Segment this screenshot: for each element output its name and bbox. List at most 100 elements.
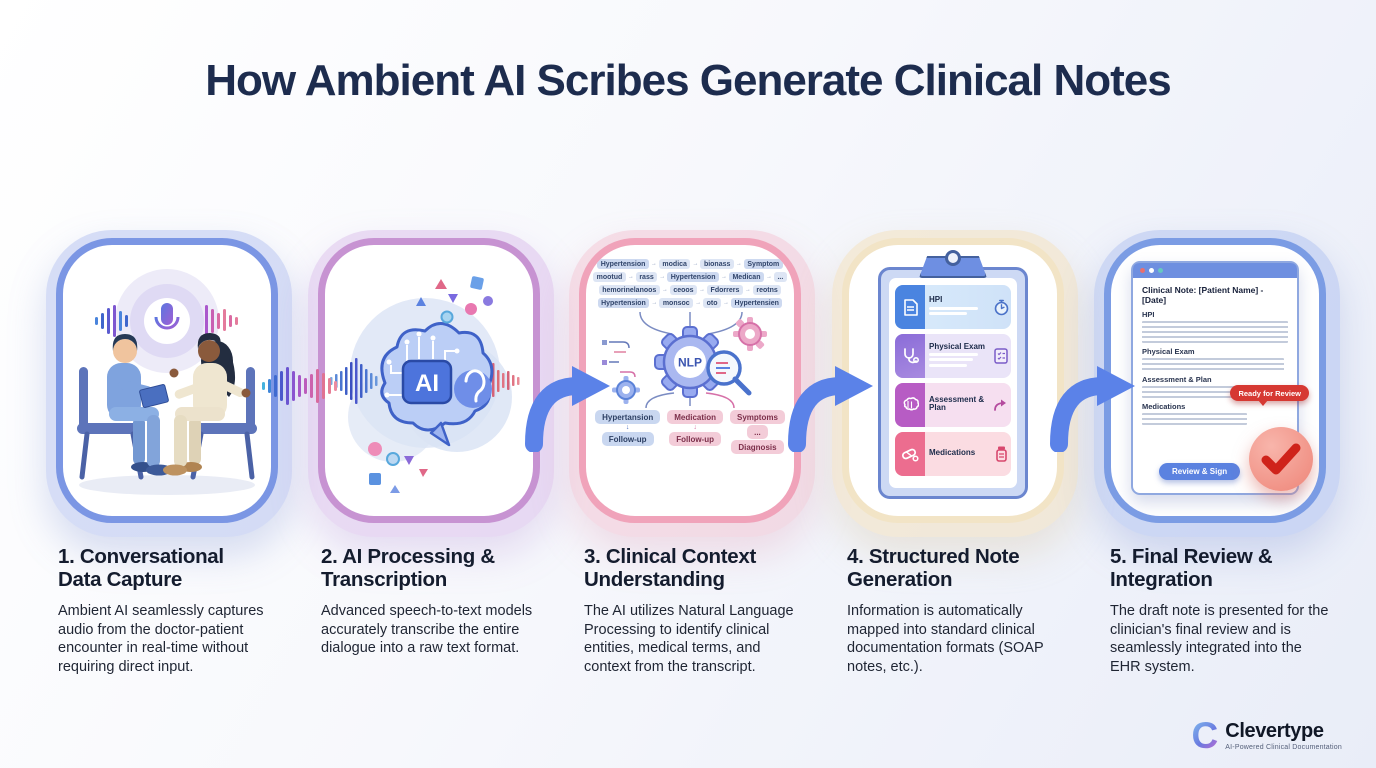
microphone-icon	[154, 303, 180, 338]
step3-text: 3. Clinical Context Understanding The AI…	[584, 545, 810, 677]
note-section-row: HPI	[895, 285, 1011, 329]
flow-arrow-icon	[788, 366, 873, 452]
section-label: Assessment & Plan	[929, 394, 985, 412]
token-chip: ceoos	[669, 285, 698, 295]
checklist-icon	[991, 347, 1011, 365]
clipboard-ring	[945, 250, 961, 266]
token-chip: Hypertensien	[731, 298, 783, 308]
arrow-sep-icon	[662, 287, 668, 293]
arrow-sep-icon	[651, 300, 657, 306]
entity-chip: Diagnosis	[731, 440, 784, 454]
ai-chip: AI	[401, 359, 453, 405]
token-chip: ...	[773, 272, 787, 282]
confetti-shapes	[368, 276, 493, 493]
step3-heading: 3. Clinical Context Understanding	[584, 545, 757, 592]
magnifier-icon	[706, 350, 752, 396]
down-arrow-icon	[626, 425, 630, 431]
arrow-sep-icon	[695, 300, 701, 306]
step4-card: HPI Physical Exam	[842, 238, 1064, 523]
token-chip: Symptom	[743, 259, 783, 269]
note-section-header: Assessment & Plan	[1142, 375, 1212, 384]
token-row: Hypertension monsoc oto Hypertensien	[593, 298, 787, 308]
token-chip: Fdorrers	[707, 285, 743, 295]
step2-text: 2. AI Processing & Transcription Advance…	[321, 545, 547, 658]
window-dot-icon	[1158, 268, 1163, 273]
token-chip: monsoc	[659, 298, 694, 308]
brand-lockup: C Clevertype AI-Powered Clinical Documen…	[1192, 717, 1342, 754]
step1-body: Ambient AI seamlessly captures audio fro…	[58, 602, 264, 676]
arrow-sep-icon	[736, 261, 742, 267]
entity-col: Hypertansion Follow-up	[595, 410, 661, 454]
token-chip: hemorinelanoos	[598, 285, 660, 295]
brain-icon	[895, 383, 925, 427]
token-row: Hypertension modica bionass Symptom	[593, 259, 787, 269]
window-dot-icon	[1149, 268, 1154, 273]
clevertype-logo-icon: C	[1191, 715, 1219, 756]
arrow-sep-icon	[723, 300, 729, 306]
audio-waveform-connector	[262, 367, 337, 405]
arrow-sep-icon	[766, 274, 772, 280]
entity-chip: Symptoms	[730, 410, 785, 424]
entity-chip: Follow-up	[669, 432, 721, 446]
token-chip: rass	[635, 272, 658, 282]
arrow-sep-icon	[692, 261, 698, 267]
doctor-patient-illustration	[77, 269, 257, 495]
note-section-header: HPI	[1142, 310, 1155, 319]
note-text-lines	[1142, 413, 1248, 425]
token-chip: Hypertension	[667, 272, 719, 282]
note-text-lines	[1142, 358, 1284, 371]
entity-chip: Medication	[667, 410, 723, 424]
step3-body: The AI utilizes Natural Language Process…	[584, 602, 794, 676]
entity-chip: ...	[747, 425, 768, 439]
arrow-sep-icon	[628, 274, 634, 280]
document-icon	[895, 285, 925, 329]
small-pink-gear	[733, 317, 767, 351]
token-chip: mootud	[593, 272, 626, 282]
entity-chip: Follow-up	[601, 432, 654, 446]
arrow-sep-icon	[721, 274, 727, 280]
entity-chip: Hypertansion	[595, 410, 661, 424]
token-chip: bionass	[700, 259, 734, 269]
step2-body: Advanced speech-to-text models accuratel…	[321, 602, 533, 657]
down-arrow-icon	[693, 425, 697, 431]
arrow-sep-icon	[699, 287, 705, 293]
stethoscope-icon	[895, 334, 925, 378]
brand-tagline: AI-Powered Clinical Documentation	[1225, 743, 1342, 751]
arrow-sep-icon	[651, 261, 657, 267]
token-row: hemorinelanoos ceoos Fdorrers reotns	[593, 285, 787, 295]
note-section-header: Physical Exam	[1142, 347, 1195, 356]
step1-heading: 1. Conversational Data Capture	[58, 545, 224, 592]
page-title: How Ambient AI Scribes Generate Clinical…	[205, 56, 1171, 105]
token-chip: reotns	[752, 285, 782, 295]
token-chip: oto	[703, 298, 722, 308]
review-sign-button: Review & Sign	[1159, 463, 1241, 480]
step5-body: The draft note is presented for the clin…	[1110, 602, 1329, 676]
waveform-left	[330, 358, 378, 404]
flow-arrow-icon	[525, 366, 610, 452]
step3-card: Hypertension modica bionass Symptom moot…	[579, 238, 801, 523]
clinical-note-title: Clinical Note: [Patient Name] - [Date]	[1142, 285, 1264, 305]
svg-text:NLP: NLP	[678, 356, 702, 370]
step5-text: 5. Final Review & Integration The draft …	[1110, 545, 1336, 677]
step5-heading: 5. Final Review & Integration	[1110, 545, 1273, 592]
clipboard-illustration: HPI Physical Exam	[878, 250, 1028, 499]
arrow-sep-icon	[659, 274, 665, 280]
token-row: mootud rass Hypertension Medican ...	[593, 272, 787, 282]
note-section-row: Physical Exam	[895, 334, 1011, 378]
pill-icon	[895, 432, 925, 476]
note-section-row: Medications	[895, 432, 1011, 476]
entity-col: Symptoms ... Diagnosis	[730, 410, 785, 454]
ear-icon	[454, 369, 492, 408]
audio-wave-right	[205, 305, 238, 337]
token-chip: Medican	[728, 272, 764, 282]
note-section-header: Medications	[1142, 402, 1186, 411]
nlp-gear-illustration: NLP	[602, 312, 767, 408]
step1-card	[56, 238, 278, 523]
step2-card: AI	[318, 238, 540, 523]
flow-arrow-icon	[1050, 366, 1135, 452]
token-chip: modica	[658, 259, 691, 269]
token-rows: Hypertension modica bionass Symptom moot…	[593, 259, 787, 311]
doctor-figure	[77, 334, 172, 480]
token-chip: Hypertension	[597, 298, 650, 308]
